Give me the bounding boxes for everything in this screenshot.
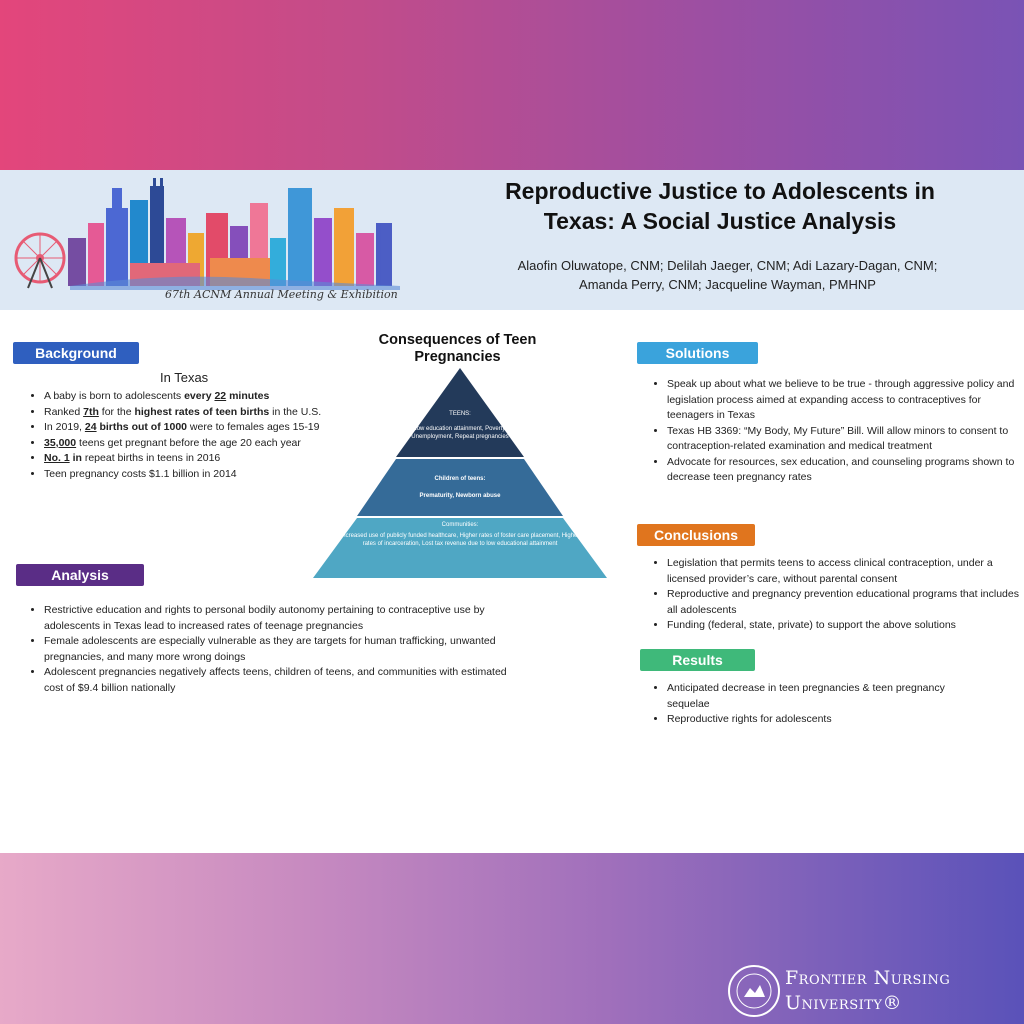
tier-communities-title: Communities: bbox=[441, 522, 479, 528]
list-item: Legislation that permits teens to access… bbox=[667, 556, 1024, 587]
top-gradient-band bbox=[0, 0, 1024, 170]
list-item: Reproductive and pregnancy prevention ed… bbox=[667, 587, 1024, 618]
tier-teens-body: Low education attainment, Poverty, Unemp… bbox=[411, 426, 509, 440]
tier-communities-body: Increased use of publicly funded healthc… bbox=[340, 533, 580, 547]
results-heading: Results bbox=[640, 649, 755, 671]
solutions-list: Speak up about what we believe to be tru… bbox=[645, 377, 1024, 486]
list-item: Reproductive rights for adolescents bbox=[667, 712, 967, 728]
meeting-caption: 67th ACNM Annual Meeting & Exhibition bbox=[165, 288, 398, 301]
tier-children-title: Children of teens: bbox=[434, 476, 486, 482]
list-item: Adolescent pregnancies negatively affect… bbox=[44, 665, 514, 696]
pyramid-tier-teens bbox=[396, 368, 524, 457]
logo-line-1: Frontier Nursing bbox=[785, 967, 951, 989]
list-item: Restrictive education and rights to pers… bbox=[44, 603, 514, 634]
poster-title: Reproductive Justice to Adolescents in T… bbox=[455, 176, 985, 236]
consequences-pyramid bbox=[313, 368, 607, 578]
list-item: Speak up about what we believe to be tru… bbox=[667, 377, 1024, 424]
pyramid-children-text: Children of teens: Prematurity, Newborn … bbox=[390, 475, 530, 500]
list-item: Female adolescents are especially vulner… bbox=[44, 634, 514, 665]
pyramid-teens-text: TEENS: Low education attainment, Poverty… bbox=[410, 410, 510, 441]
authors: Alaofin Oluwatope, CNM; Delilah Jaeger, … bbox=[470, 256, 985, 294]
list-item: Funding (federal, state, private) to sup… bbox=[667, 618, 1024, 634]
list-item: No. 1 in repeat births in teens in 2016 bbox=[44, 451, 384, 467]
authors-line-2: Amanda Perry, CNM; Jacqueline Wayman, PM… bbox=[579, 277, 876, 292]
title-line-2: Texas: A Social Justice Analysis bbox=[543, 208, 897, 234]
poster-header: 67th ACNM Annual Meeting & Exhibition Re… bbox=[0, 170, 1024, 310]
in-texas-subheading: In Texas bbox=[160, 370, 209, 385]
authors-line-1: Alaofin Oluwatope, CNM; Delilah Jaeger, … bbox=[517, 258, 938, 273]
conclusions-heading: Conclusions bbox=[637, 524, 755, 546]
conclusions-list: Legislation that permits teens to access… bbox=[645, 556, 1024, 634]
list-item: Advocate for resources, sex education, a… bbox=[667, 455, 1024, 486]
list-item: In 2019, 24 births out of 1000 were to f… bbox=[44, 420, 384, 436]
university-seal-icon bbox=[728, 965, 780, 1017]
solutions-heading: Solutions bbox=[637, 342, 758, 364]
poster: 67th ACNM Annual Meeting & Exhibition Re… bbox=[0, 170, 1024, 853]
pyramid-title: Consequences of Teen Pregnancies bbox=[378, 332, 537, 365]
city-skyline-graphic bbox=[14, 178, 400, 290]
list-item: Anticipated decrease in teen pregnancies… bbox=[667, 681, 967, 712]
list-item: Ranked 7th for the highest rates of teen… bbox=[44, 405, 384, 421]
results-list: Anticipated decrease in teen pregnancies… bbox=[645, 681, 967, 728]
pyramid-communities-text: Communities: Increased use of publicly f… bbox=[335, 521, 585, 548]
analysis-list: Restrictive education and rights to pers… bbox=[22, 603, 514, 696]
list-item: 35,000 teens get pregnant before the age… bbox=[44, 436, 384, 452]
list-item: Teen pregnancy costs $1.1 billion in 201… bbox=[44, 467, 384, 483]
analysis-heading: Analysis bbox=[16, 564, 144, 586]
tier-children-body: Prematurity, Newborn abuse bbox=[419, 493, 501, 499]
pyramid-tier-communities bbox=[313, 518, 607, 578]
list-item: Texas HB 3369: “My Body, My Future” Bill… bbox=[667, 424, 1024, 455]
logo-line-2: University® bbox=[785, 992, 902, 1014]
university-logo-text: Frontier Nursing University® bbox=[785, 966, 950, 1016]
tier-teens-title: TEENS: bbox=[449, 411, 471, 417]
background-heading: Background bbox=[13, 342, 139, 364]
list-item: A baby is born to adolescents every 22 m… bbox=[44, 389, 384, 405]
pyramid-tier-children bbox=[357, 459, 563, 516]
title-line-1: Reproductive Justice to Adolescents in bbox=[505, 178, 935, 204]
background-list: A baby is born to adolescents every 22 m… bbox=[22, 389, 384, 482]
bottom-gradient-band bbox=[0, 853, 1024, 1024]
